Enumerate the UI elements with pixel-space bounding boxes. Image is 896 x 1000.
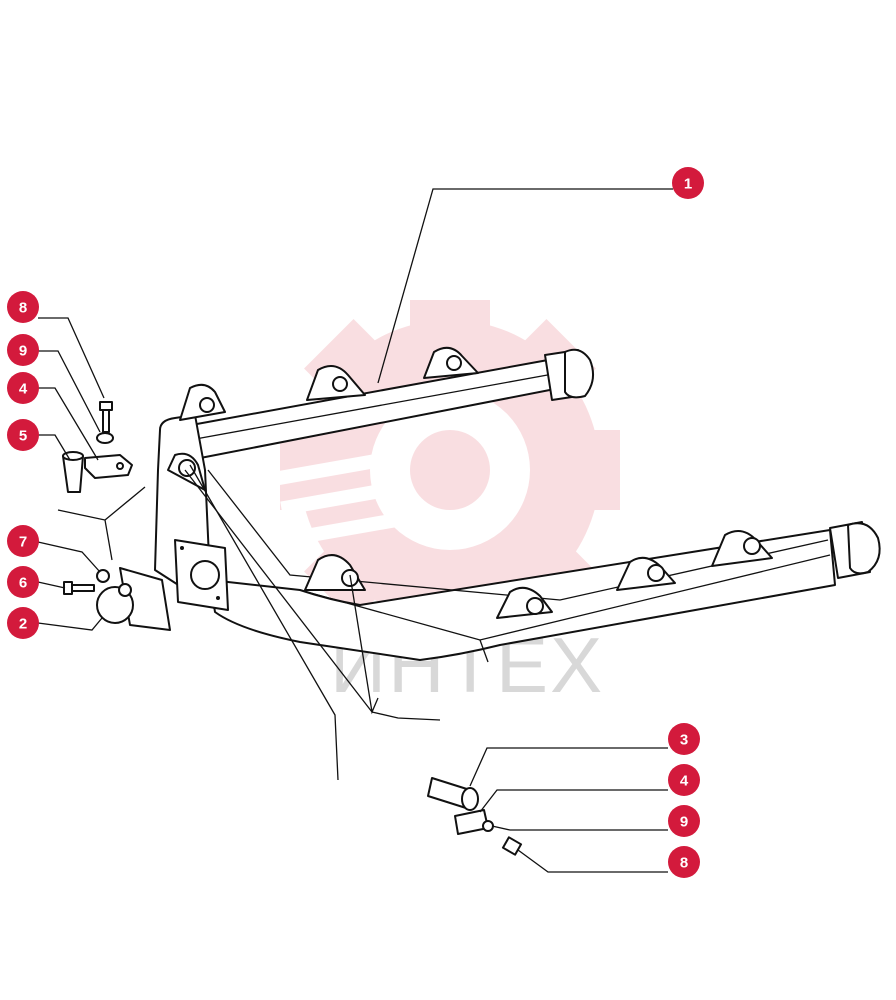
callout-label: 9 [680,814,688,831]
callout-7-left: 7 [7,525,39,557]
callout-label: 1 [684,176,692,193]
part-pin-3-right [427,777,479,811]
guide-line-left [57,486,146,561]
left-mounting-plate [174,539,229,611]
callout-4-right: 4 [668,764,700,796]
callout-9-left: 9 [7,334,39,366]
callout-label: 2 [19,616,27,633]
part-ball-joint-2 [96,567,171,631]
callout-label: 5 [19,428,27,445]
callout-label: 4 [680,773,689,790]
callout-6-left: 6 [7,566,39,598]
part-bolt-8-right [501,836,523,856]
part-washer-9-right [482,820,494,832]
callout-label: 9 [19,343,27,360]
callout-label: 4 [19,381,28,398]
callout-label: 8 [19,300,27,317]
callout-5-left: 5 [7,419,39,451]
bracket-front-4 [711,530,773,567]
bracket-back-2 [306,365,366,401]
part-plate-4-left [84,454,133,479]
part-nut-7-left [96,569,110,583]
callout-label: 8 [680,855,688,872]
part-bolt-6-left [63,581,95,595]
guide-line-right-2 [184,469,373,713]
part-plate-4-right [454,809,489,835]
bracket-back-1 [179,383,226,421]
callout-8-left: 8 [7,291,39,323]
bracket-front-2 [496,586,553,619]
callout-2-left: 2 [7,607,39,639]
callout-1-top: 1 [672,167,704,199]
bracket-back-3 [423,346,479,379]
callout-9-right: 9 [668,805,700,837]
callout-label: 7 [19,534,27,551]
callout-8-right: 8 [668,846,700,878]
part-pin-5-left [62,451,84,493]
callout-label: 6 [19,575,27,592]
callout-4-left: 4 [7,372,39,404]
callout-label: 3 [680,732,688,749]
part-bolt-8-left [99,401,113,433]
leader-lines [37,188,673,873]
part-washer-9-left [96,432,114,444]
callout-3-right: 3 [668,723,700,755]
bracket-front-3 [616,556,676,591]
